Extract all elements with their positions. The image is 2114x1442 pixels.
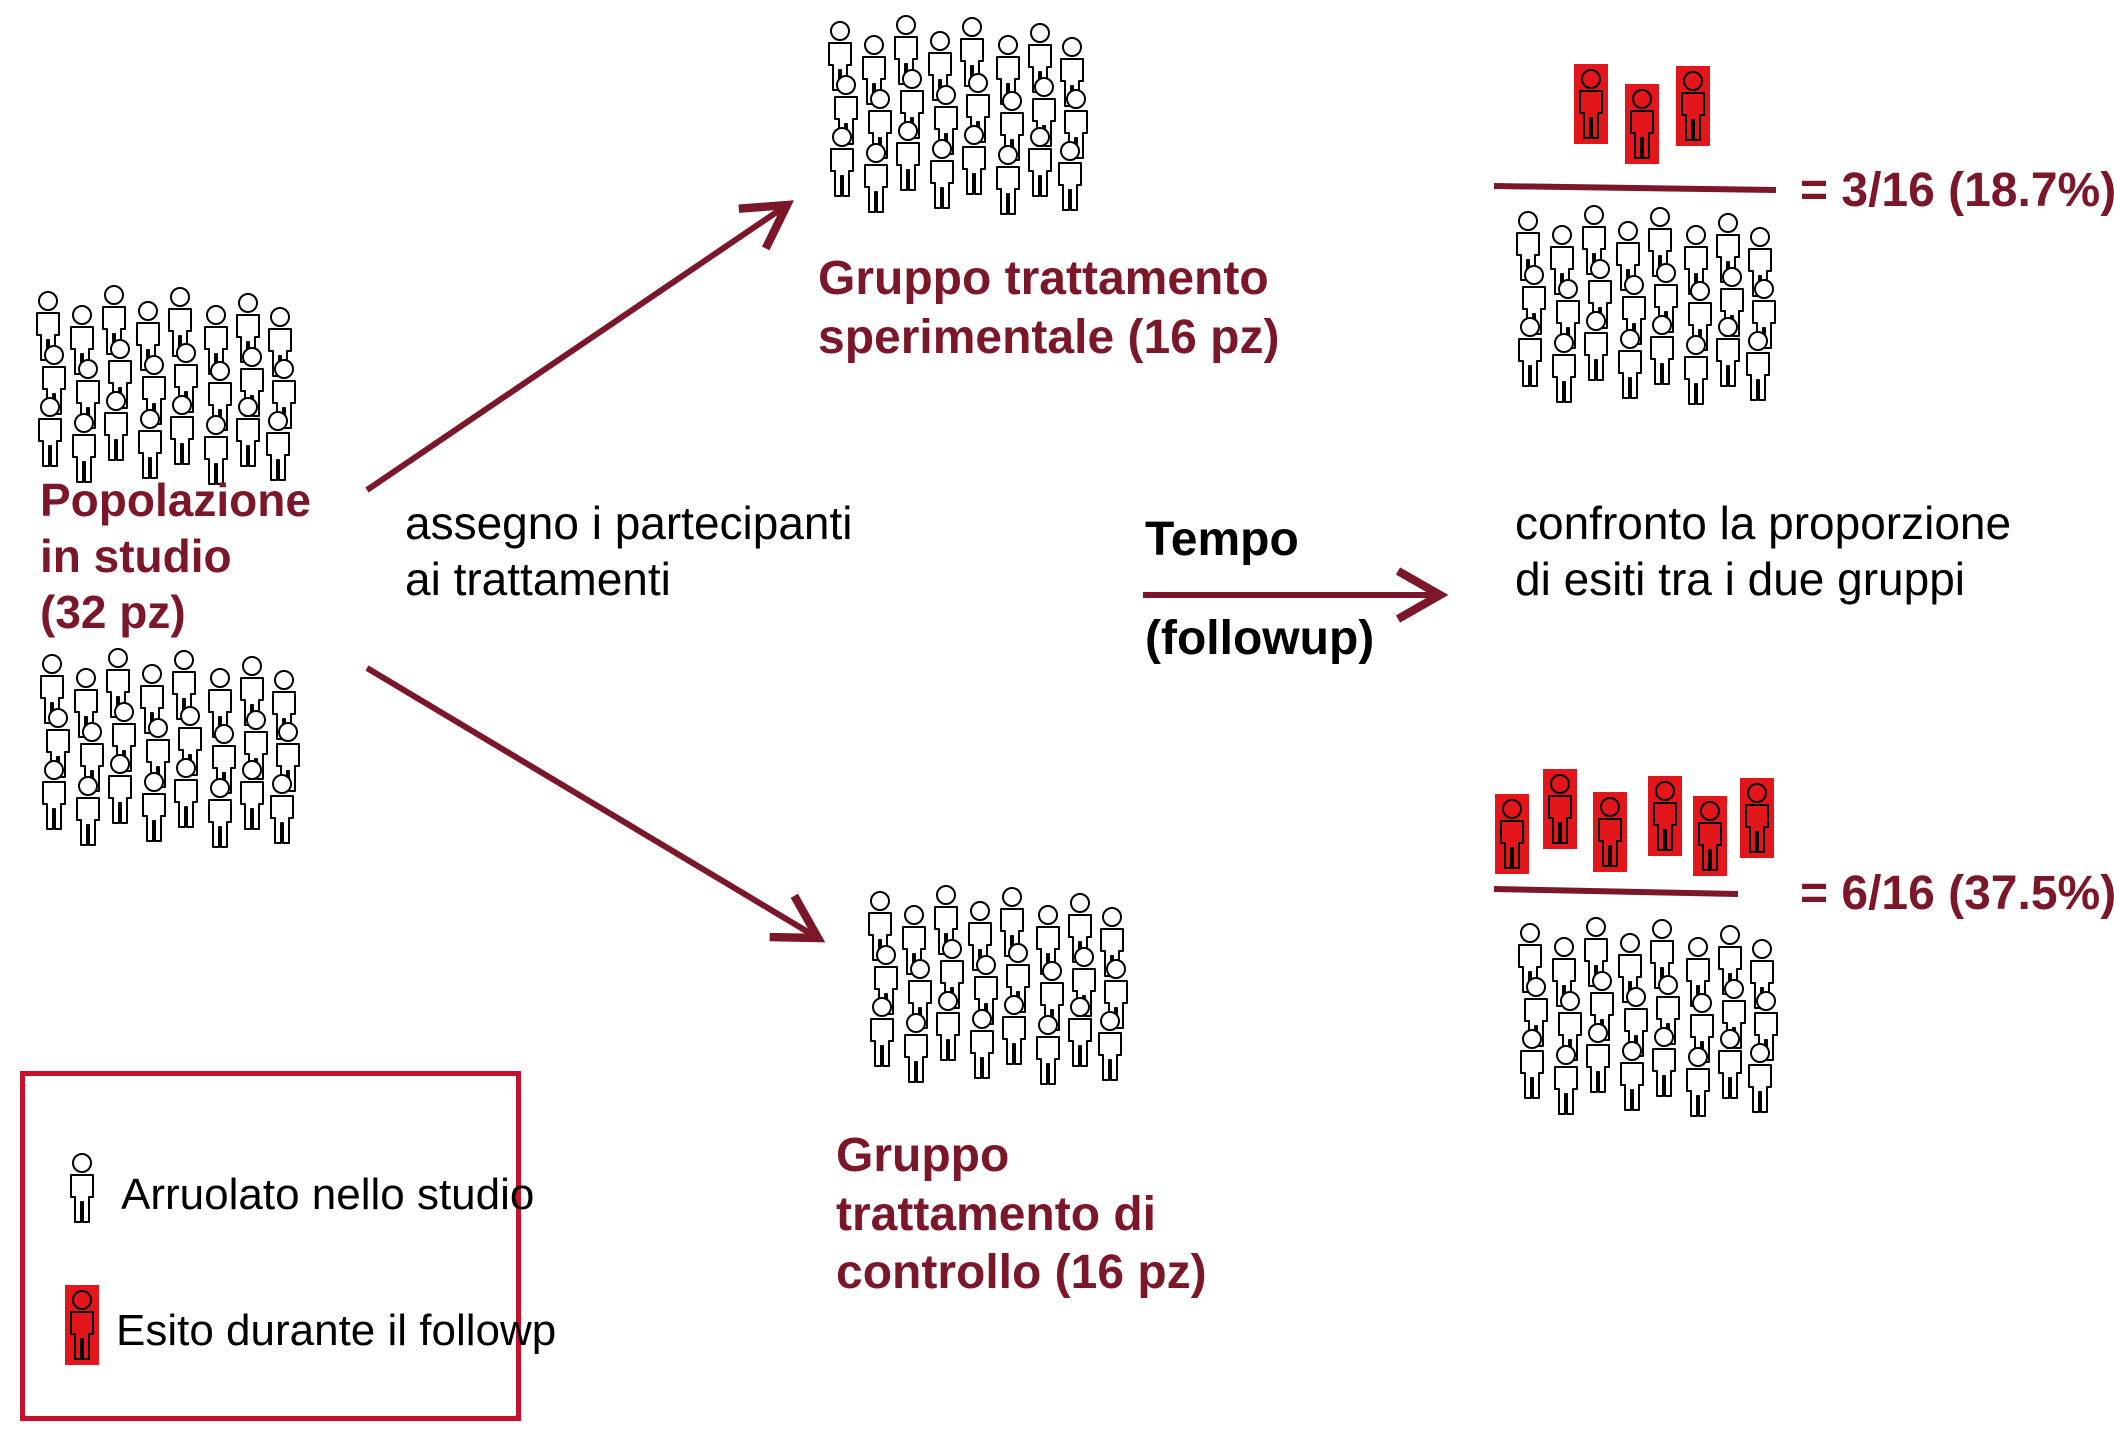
person-outline-icon bbox=[76, 776, 100, 846]
population-line-1: Popolazione bbox=[40, 474, 311, 526]
assign-line-2: ai trattamenti bbox=[405, 553, 671, 606]
person-red-icon bbox=[1542, 768, 1578, 850]
control-line-3: controllo (16 pz) bbox=[836, 1246, 1207, 1300]
person-outline-icon bbox=[266, 411, 290, 481]
person-outline-icon bbox=[1652, 1027, 1676, 1097]
person-outline-icon bbox=[1518, 317, 1542, 387]
experimental-outcomes bbox=[1573, 63, 1711, 165]
person-outline-icon bbox=[108, 754, 132, 824]
person-outline-icon bbox=[1716, 317, 1740, 387]
person-outline-icon bbox=[1036, 1015, 1060, 1085]
person-outline-icon bbox=[1650, 315, 1674, 385]
person-outline-icon bbox=[1552, 333, 1576, 403]
experimental-result: = 3/16 (18.7%) bbox=[1800, 164, 2114, 217]
time-subtitle: (followup) bbox=[1145, 612, 1375, 665]
control-result-crowd bbox=[1518, 917, 1778, 1117]
person-outline-icon bbox=[208, 778, 232, 848]
person-outline-icon bbox=[1748, 1043, 1772, 1113]
person-outline-icon bbox=[1002, 995, 1026, 1065]
fraction-bar-control bbox=[1493, 886, 1739, 897]
person-outline-icon bbox=[38, 397, 62, 467]
compare-text: confronto la proporzione di esiti tra i … bbox=[1515, 495, 2011, 607]
population-crowd-bottom bbox=[40, 648, 300, 848]
person-outline-icon bbox=[962, 125, 986, 195]
person-red-icon bbox=[1739, 777, 1775, 859]
person-outline-icon bbox=[896, 121, 920, 191]
compare-line-2: di esiti tra i due gruppi bbox=[1515, 553, 1966, 606]
arrow-to-experimental bbox=[365, 200, 795, 493]
person-outline-icon bbox=[1584, 311, 1608, 381]
experimental-line-1: Gruppo trattamento bbox=[818, 252, 1269, 305]
experimental-group-label: Gruppo trattamento sperimentale (16 pz) bbox=[818, 250, 1279, 367]
population-crowd-top bbox=[36, 285, 296, 485]
person-outline-icon bbox=[996, 145, 1020, 215]
person-outline-icon bbox=[904, 1013, 928, 1083]
person-outline-icon bbox=[1058, 141, 1082, 211]
person-outline-icon bbox=[142, 772, 166, 842]
experimental-result-crowd bbox=[1516, 205, 1776, 405]
fraction-bar-experimental bbox=[1493, 183, 1777, 193]
person-outline-icon bbox=[42, 760, 66, 830]
person-red-icon bbox=[1573, 63, 1609, 145]
person-outline-icon bbox=[970, 1009, 994, 1079]
person-red-icon bbox=[1624, 83, 1660, 165]
person-outline-icon bbox=[138, 409, 162, 479]
person-outline-icon bbox=[104, 391, 128, 461]
person-outline-icon bbox=[1718, 1029, 1742, 1099]
control-line-1: Gruppo bbox=[836, 1129, 1010, 1182]
control-result: = 6/16 (37.5%) bbox=[1800, 867, 2114, 920]
person-outline-icon bbox=[1028, 127, 1052, 197]
person-outline-icon bbox=[1068, 997, 1092, 1067]
person-outline-icon bbox=[70, 1153, 94, 1223]
person-outline-icon bbox=[870, 997, 894, 1067]
person-outline-icon bbox=[240, 760, 264, 830]
compare-line-1: confronto la proporzione bbox=[1515, 497, 2012, 549]
person-outline-icon bbox=[1098, 1011, 1122, 1081]
control-outcomes bbox=[1494, 768, 1775, 877]
control-line-2: trattamento di bbox=[836, 1187, 1157, 1241]
experimental-crowd bbox=[828, 15, 1088, 215]
person-outline-icon bbox=[864, 143, 888, 213]
legend-outcome-label: Esito durante il followp bbox=[116, 1306, 557, 1355]
population-line-3: (32 pz) bbox=[40, 586, 186, 639]
assign-text: assegno i partecipanti ai trattamenti bbox=[405, 495, 853, 607]
assign-line-1: assegno i partecipanti bbox=[405, 497, 853, 549]
person-outline-icon bbox=[930, 139, 954, 209]
person-outline-icon bbox=[1618, 329, 1642, 399]
person-outline-icon bbox=[1684, 335, 1708, 405]
person-outline-icon bbox=[1520, 1029, 1544, 1099]
person-red-icon bbox=[1592, 791, 1628, 873]
person-red-icon bbox=[1675, 65, 1711, 147]
population-label: Popolazione in studio (32 pz) bbox=[40, 472, 311, 640]
arrow-to-control bbox=[365, 665, 826, 943]
person-outline-icon bbox=[1586, 1023, 1610, 1093]
person-outline-icon bbox=[170, 395, 194, 465]
person-outline-icon bbox=[1746, 331, 1770, 401]
person-red-icon bbox=[1494, 793, 1530, 875]
person-outline-icon bbox=[270, 774, 294, 844]
person-outline-icon bbox=[174, 758, 198, 828]
person-red-icon bbox=[1647, 775, 1683, 857]
person-outline-icon bbox=[1686, 1047, 1710, 1117]
population-line-2: in studio bbox=[40, 530, 232, 583]
time-title: Tempo bbox=[1145, 513, 1299, 566]
person-outline-icon bbox=[830, 127, 854, 197]
person-outline-icon bbox=[1620, 1041, 1644, 1111]
person-outline-icon bbox=[1554, 1045, 1578, 1115]
person-red-icon bbox=[1692, 795, 1728, 877]
legend-enrolled-label: Arruolato nello studio bbox=[121, 1170, 535, 1219]
person-red-icon bbox=[64, 1284, 100, 1366]
control-crowd bbox=[868, 885, 1128, 1085]
person-outline-icon bbox=[936, 991, 960, 1061]
person-outline-icon bbox=[236, 397, 260, 467]
experimental-line-2: sperimentale (16 pz) bbox=[818, 310, 1280, 364]
control-group-label: Gruppo trattamento di controllo (16 pz) bbox=[836, 1127, 1207, 1303]
legend-box: Arruolato nello studio Esito durante il … bbox=[20, 1071, 556, 1421]
